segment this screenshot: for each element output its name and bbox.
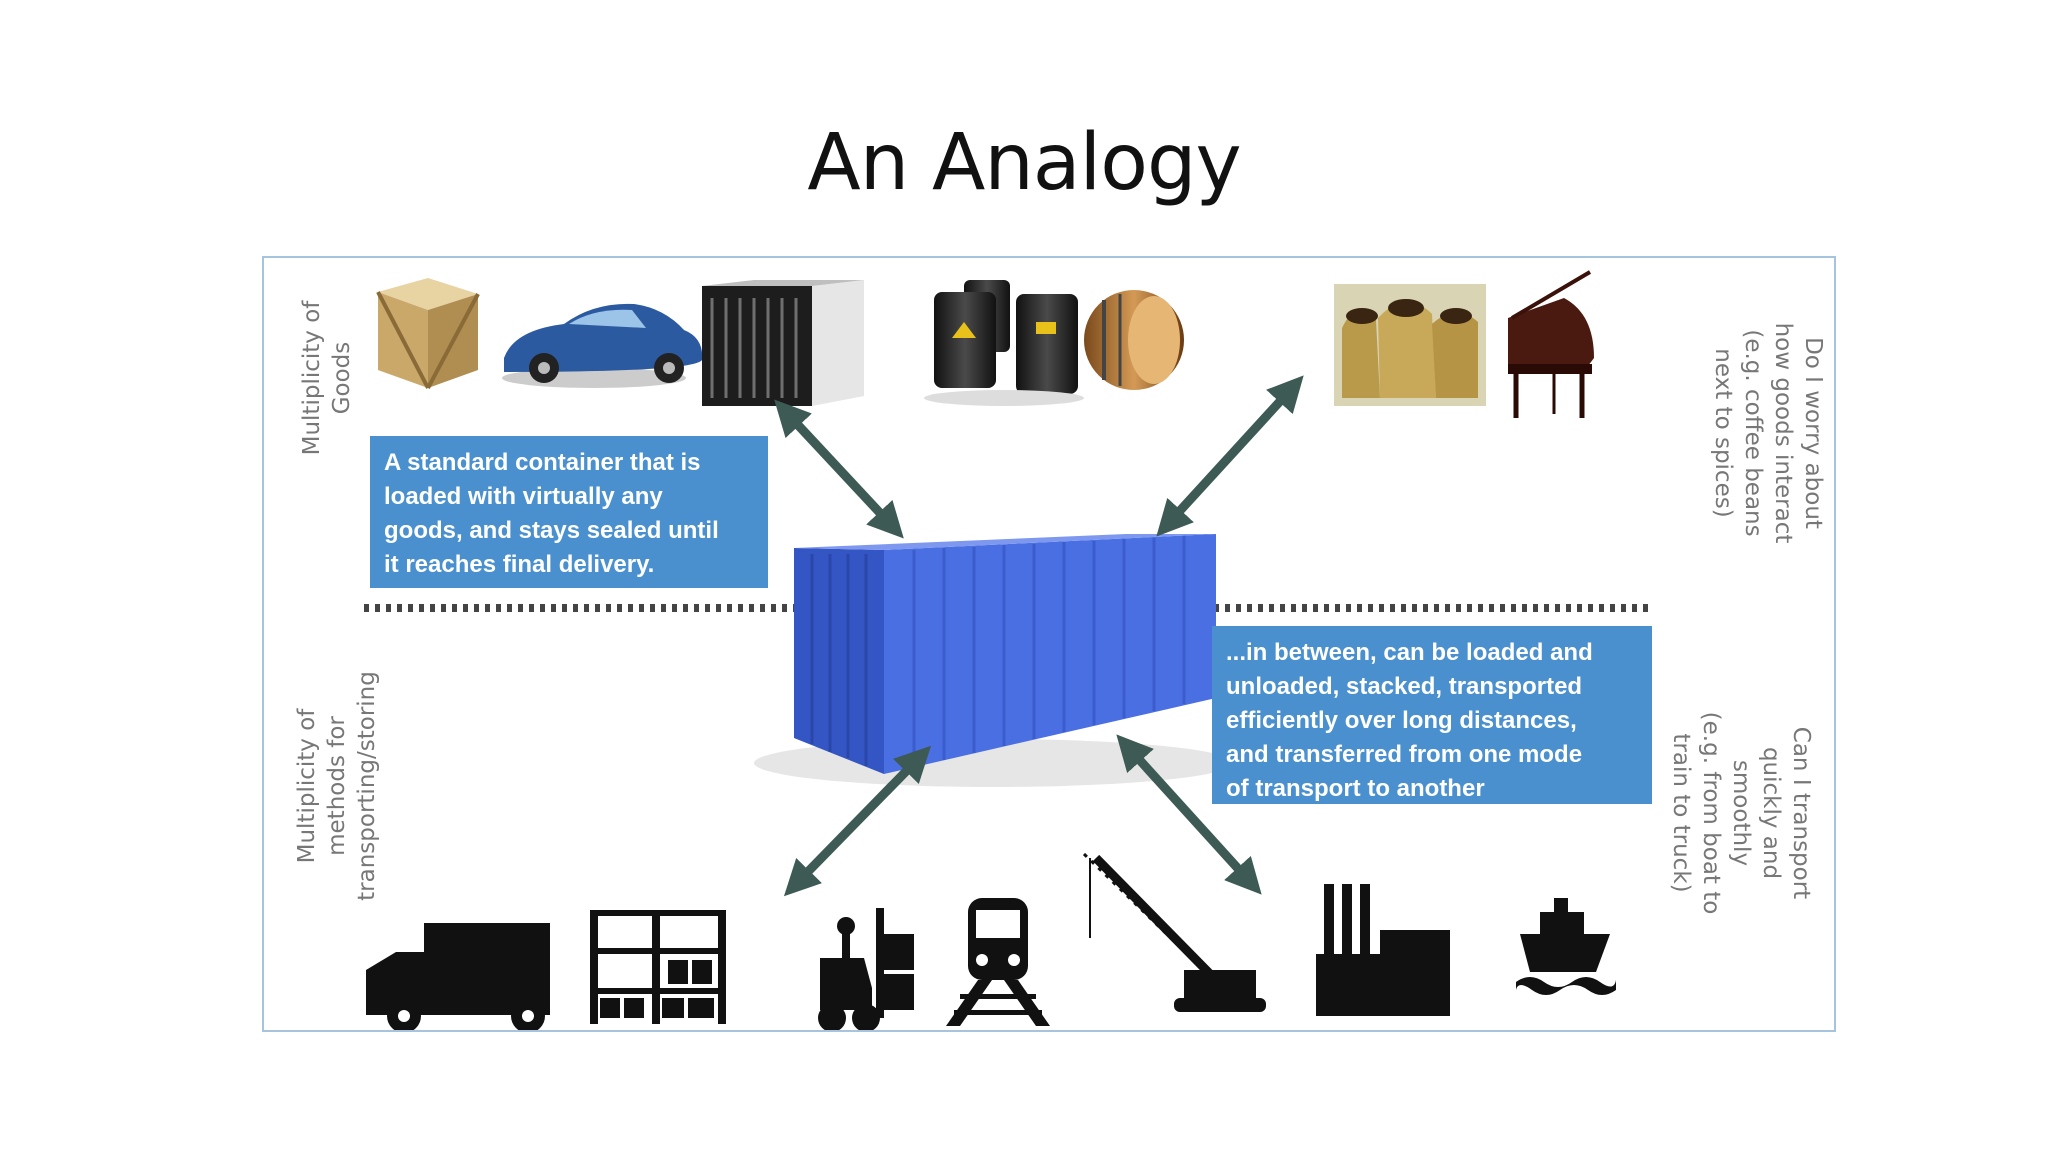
arrow-transport-right [1116,734,1262,895]
label-multiplicity-of-goods: Multiplicity of Goods [299,300,355,456]
warehouse-rack-icon [590,910,726,1024]
arrow-transport-left [783,745,932,897]
label-transport-smoothly: Can I transport quickly and smoothly (e.… [1668,711,1814,915]
server-rack-icon [702,280,864,406]
arrow-goods-left [774,399,904,539]
ship-icon [1516,898,1616,995]
car-icon [502,303,703,388]
forklift-icon [818,908,914,1030]
callout-in-between: ...in between, can be loaded and unloade… [1212,626,1652,804]
crane-icon [1082,852,1266,1012]
shipping-container [754,534,1234,787]
train-icon [946,898,1050,1026]
coffee-sacks-icon [1334,284,1486,406]
factory-icon [1316,884,1450,1016]
callout-standard-container: A standard container that is loaded with… [370,436,768,588]
oil-drums-icon [924,280,1084,406]
label-goods-interact: Do I worry about how goods interact (e.g… [1710,322,1826,544]
slide-title: An Analogy [807,118,1241,208]
diagram-art [364,270,1649,1030]
barrel-icon [1084,290,1184,390]
crate-icon [376,278,480,389]
arrow-goods-right [1156,375,1304,537]
truck-icon [366,923,550,1030]
piano-icon [1508,270,1594,418]
analogy-diagram: A standard container that is loaded with… [262,256,1836,1032]
label-multiplicity-of-methods: Multiplicity of methods for transporting… [294,671,380,901]
